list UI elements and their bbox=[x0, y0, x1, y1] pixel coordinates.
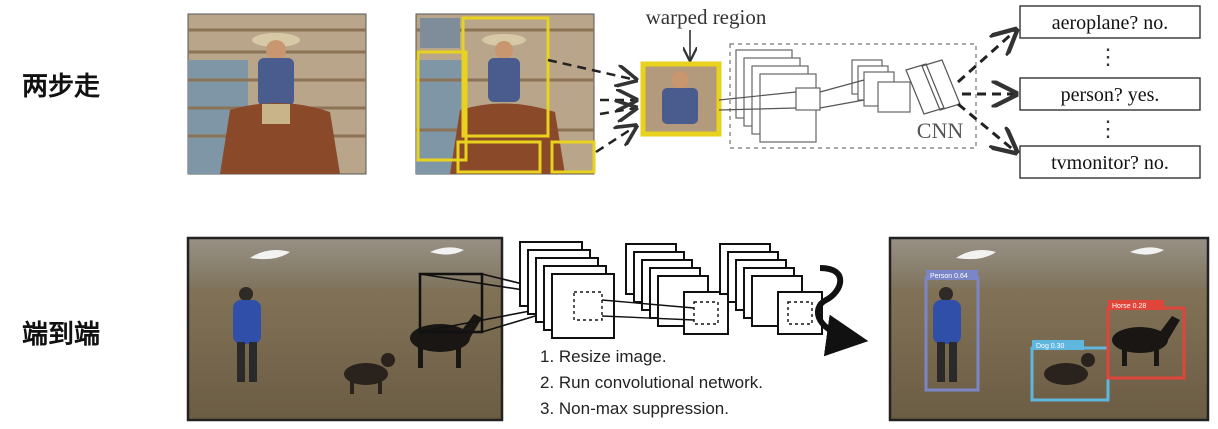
region-proposal-boxes bbox=[416, 16, 596, 174]
cnn-label: CNN bbox=[917, 118, 964, 143]
row-label-end-to-end: 端到端 bbox=[22, 320, 101, 350]
class-label-tvmonitor: tvmonitor? no. bbox=[1051, 152, 1169, 174]
class-box-aeroplane: aeroplane? no. bbox=[1019, 5, 1201, 39]
input-photo-field bbox=[186, 236, 504, 422]
svg-text:Dog 0.30: Dog 0.30 bbox=[1036, 343, 1065, 350]
detection-horse: Horse 0.28 bbox=[1106, 300, 1186, 380]
row-label-two-stage: 两步走 bbox=[22, 72, 101, 102]
ellipsis-2: ⋮ bbox=[1097, 116, 1119, 141]
yolo-step-2: 2. Run convolutional network. bbox=[540, 373, 763, 392]
svg-text:Person 0.64: Person 0.64 bbox=[930, 273, 968, 280]
class-label-person: person? yes. bbox=[1061, 84, 1160, 106]
proposals-photo bbox=[415, 13, 595, 175]
warped-region-label: warped region bbox=[646, 5, 767, 29]
class-box-tvmonitor: tvmonitor? no. bbox=[1019, 145, 1201, 179]
yolo-step-3: 3. Non-max suppression. bbox=[540, 399, 729, 418]
yolo-cnn-layers bbox=[519, 241, 823, 339]
input-photo-cowboy bbox=[187, 13, 367, 175]
class-label-aeroplane: aeroplane? no. bbox=[1052, 12, 1169, 34]
class-box-person: person? yes. bbox=[1019, 77, 1201, 111]
ellipsis-1: ⋮ bbox=[1097, 44, 1119, 69]
detection-person: Person 0.64 bbox=[924, 270, 980, 392]
svg-text:Horse 0.28: Horse 0.28 bbox=[1112, 303, 1146, 310]
cnn-container bbox=[729, 43, 977, 149]
output-photo-detections bbox=[888, 236, 1210, 422]
yolo-step-1: 1. Resize image. bbox=[540, 347, 667, 366]
warped-region-tile bbox=[640, 61, 722, 137]
